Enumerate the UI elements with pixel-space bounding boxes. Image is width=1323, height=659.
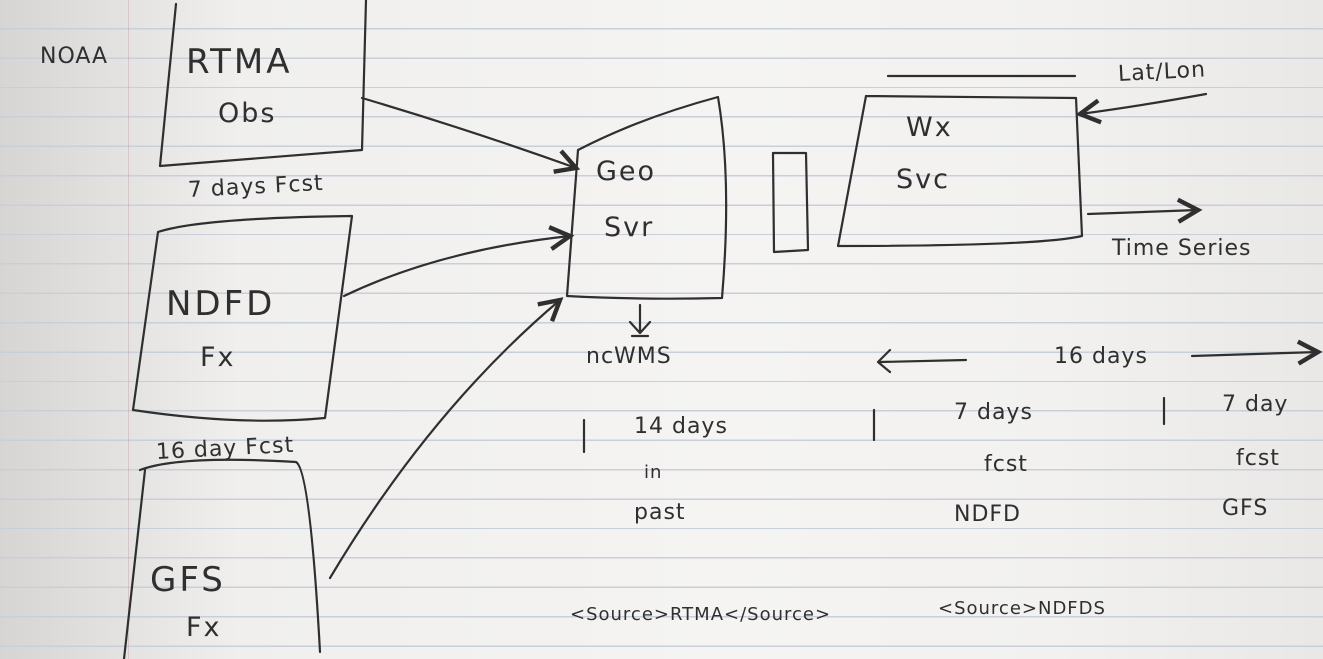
past-label-in: in [644, 462, 663, 483]
gfs-sublabel: Fx [186, 612, 222, 643]
ndfd-box [131, 214, 354, 422]
arrow-rtma-to-geo [360, 96, 576, 168]
ndfd-segment-label: 7 days [954, 400, 1033, 425]
geo-server-label: Geo [596, 156, 657, 187]
timeline-left-arrow [876, 348, 968, 374]
source-tag-rtma: <Source>RTMA</Source> [570, 604, 832, 625]
arrow-latlon-in [1080, 92, 1208, 114]
gfs-segment-fcst: fcst [1236, 446, 1280, 471]
geo-server-box [565, 95, 728, 300]
arrow-geo-down [628, 303, 652, 338]
rtma-box [158, 0, 368, 168]
timeline-right-arrow [1190, 352, 1318, 356]
wx-service-box [836, 74, 1084, 248]
arrow-gfs-to-geo [328, 300, 560, 580]
gfs-segment-source: GFS [1222, 496, 1269, 521]
source-tag-ndfd: <Source>NDFDS [938, 598, 1106, 619]
wx-service-label: Wx [906, 112, 953, 143]
timeline-total-label: 16 days [1054, 344, 1148, 369]
gfs-label: GFS [150, 560, 226, 600]
noaa-label: NOAA [40, 44, 109, 69]
gfs-box [122, 458, 322, 659]
arrow-ndfd-to-geo [342, 236, 570, 298]
latlon-label: Lat/Lon [1117, 57, 1207, 87]
timeseries-label: Time Series [1112, 236, 1252, 261]
ndfd-segment-fcst: fcst [984, 452, 1028, 477]
wx-service-sublabel: Svc [896, 164, 950, 195]
past-label-past: past [634, 500, 686, 525]
rtma-label: RTMA [186, 42, 293, 82]
connector-box [771, 151, 810, 254]
geo-server-sublabel: Svr [604, 212, 655, 243]
rtma-sublabel: Obs [218, 98, 277, 129]
paper-margin-line [128, 0, 129, 659]
arrow-timeseries-out [1086, 210, 1198, 214]
ndfd-sublabel: Fx [200, 342, 236, 373]
gfs-segment-label: 7 day [1222, 392, 1289, 417]
ndfd-label: NDFD [166, 284, 276, 324]
past-label: 14 days [634, 414, 728, 439]
ncwms-label: ncWMS [586, 344, 672, 369]
ndfd-segment-source: NDFD [954, 502, 1021, 527]
